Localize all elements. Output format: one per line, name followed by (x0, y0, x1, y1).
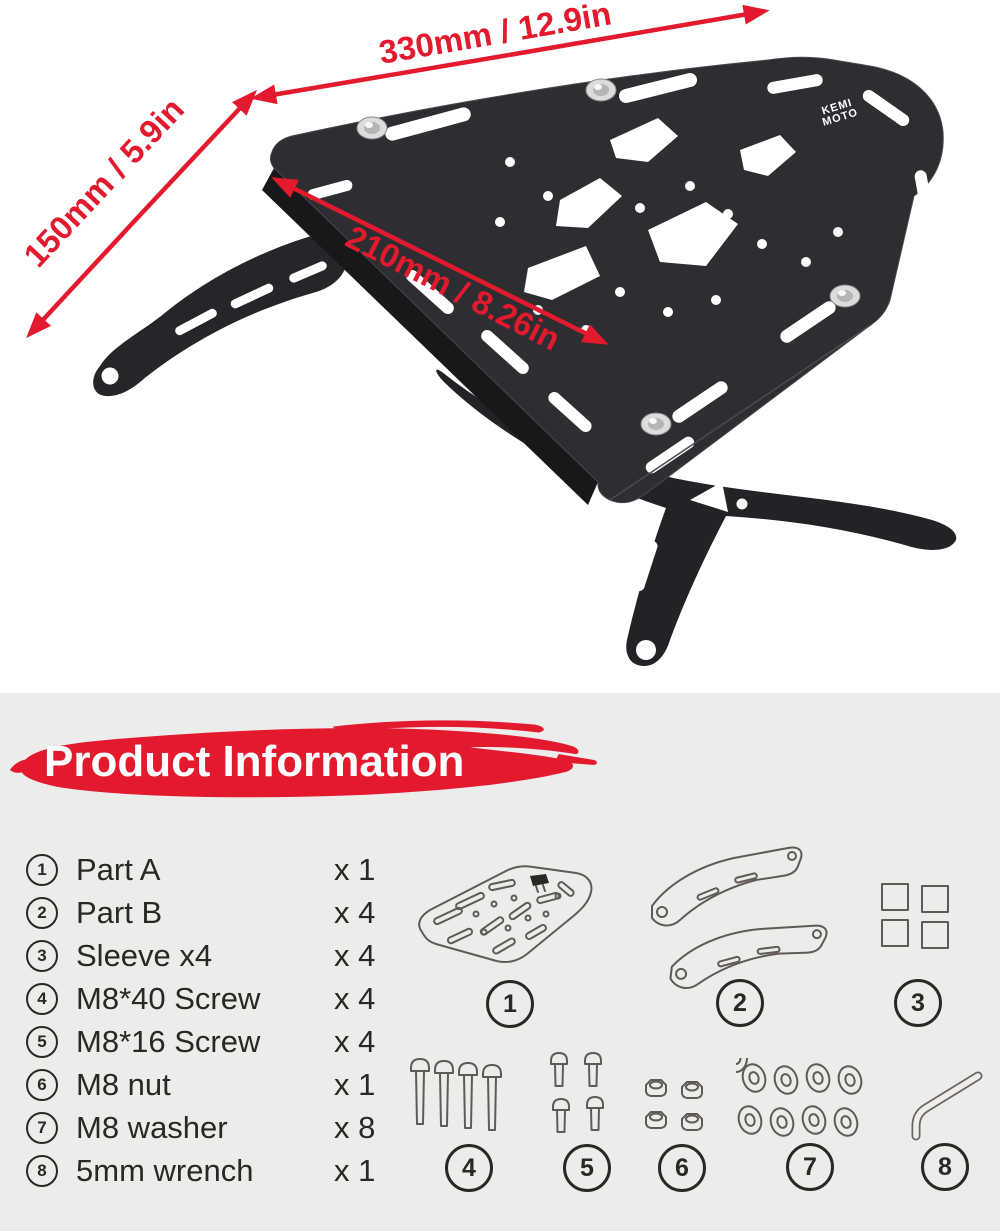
part-number-circle: 3 (26, 939, 58, 972)
diagram-number-6: 6 (658, 1144, 706, 1192)
part-name: Part B (76, 894, 163, 930)
rack-rear-brackets (436, 369, 957, 666)
diagram-number-1: 1 (486, 980, 534, 1028)
dimension-arrow-depth (271, 177, 609, 345)
screw-head (829, 284, 861, 308)
diagram-number-8: 8 (921, 1143, 969, 1191)
part-qty: x 1 (334, 1152, 376, 1188)
part-number-circle: 4 (26, 982, 58, 1015)
list-item: 8 5mm wrench x 1 (26, 1149, 398, 1192)
list-item: 3 Sleeve x4 x 4 (26, 934, 398, 977)
part-name: M8*40 Screw (76, 980, 261, 1016)
list-item: 6 M8 nut x 1 (26, 1063, 398, 1106)
list-item: 4 M8*40 Screw x 4 (26, 977, 398, 1020)
part-number-circle: 1 (26, 853, 58, 886)
diagram-number-4: 4 (445, 1144, 493, 1192)
part-qty: x 1 (334, 1066, 376, 1102)
diagram-number-7: 7 (786, 1143, 834, 1191)
screw-head (640, 412, 672, 436)
part-qty: x 4 (334, 980, 376, 1016)
parts-list: 1 Part A x 1 2 Part B x 4 3 Sleeve x4 x … (26, 848, 398, 1192)
dimension-arrow-width (250, 4, 770, 105)
list-item: 5 M8*16 Screw x 4 (26, 1020, 398, 1063)
dimension-arrow-height (26, 89, 258, 339)
part-name: Part A (76, 851, 161, 887)
part-name: M8 washer (76, 1109, 228, 1145)
part-number-circle: 6 (26, 1068, 58, 1101)
diagram-number-5: 5 (563, 1144, 611, 1192)
diagram-long-screws (410, 1058, 502, 1131)
dimension-label-height: 150mm / 5.9in (16, 90, 191, 274)
screw-heads (356, 78, 861, 436)
part-number-circle: 7 (26, 1111, 58, 1144)
diagram-short-screws (550, 1052, 604, 1133)
list-item: 7 M8 washer x 8 (26, 1106, 398, 1149)
diagram-part-b (651, 846, 829, 990)
diagram-number-2: 2 (716, 979, 764, 1027)
part-number-circle: 8 (26, 1154, 58, 1187)
screw-head (585, 78, 617, 102)
rack-left-bracket (93, 233, 347, 397)
part-name: M8*16 Screw (76, 1023, 261, 1059)
part-number-circle: 5 (26, 1025, 58, 1058)
part-qty: x 8 (334, 1109, 376, 1145)
diagram-wrench (911, 1071, 983, 1141)
rack-front-flange (262, 168, 598, 505)
part-qty: x 4 (334, 937, 376, 973)
part-qty: x 1 (334, 851, 376, 887)
part-name: Sleeve x4 (76, 937, 213, 973)
part-qty: x 4 (334, 894, 376, 930)
diagram-sleeves (881, 883, 949, 949)
part-number-circle: 2 (26, 896, 58, 929)
section-title: Product Information (44, 737, 465, 786)
list-item: 2 Part B x 4 (26, 891, 398, 934)
diagram-nuts (645, 1079, 703, 1131)
diagram-part-a (418, 865, 593, 963)
diagram-washers (736, 1058, 866, 1140)
part-name: M8 nut (76, 1066, 171, 1102)
dimension-label-width: 330mm / 12.9in (376, 0, 614, 71)
screw-head (356, 116, 388, 140)
rack-top-plate (269, 56, 944, 504)
product-photo: KEMI MOTO 330mm / 12.9in 150mm / 5.9in 2… (16, 0, 957, 666)
diagram-number-3: 3 (894, 979, 942, 1027)
list-item: 1 Part A x 1 (26, 848, 398, 891)
part-name: 5mm wrench (76, 1152, 254, 1188)
part-qty: x 4 (334, 1023, 376, 1059)
title-brush-stroke (9, 720, 597, 798)
